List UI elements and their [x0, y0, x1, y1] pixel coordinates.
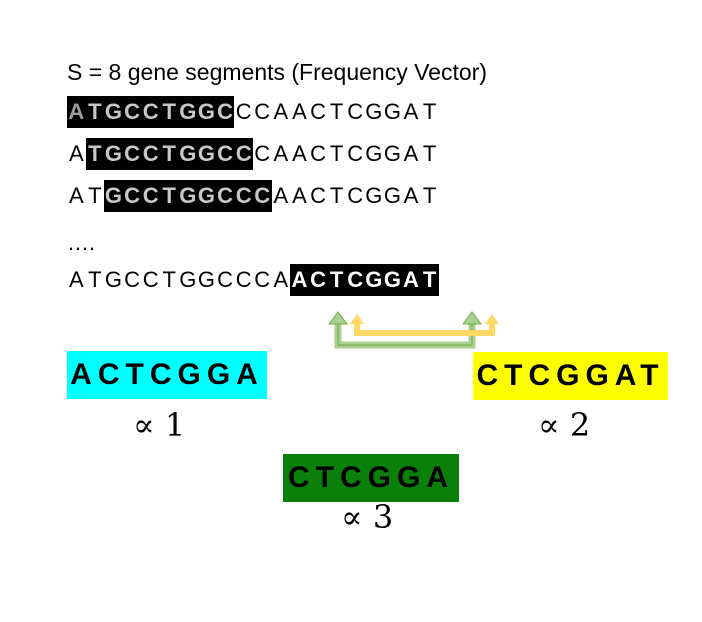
highlighted-base: G [178, 96, 198, 128]
green-arrowhead-right-icon [462, 311, 482, 325]
base: C [235, 267, 252, 292]
base: G [383, 141, 401, 166]
base: C [254, 267, 271, 292]
highlighted-base: G [178, 180, 198, 212]
highlighted-base: C [308, 264, 328, 296]
proportional-label-1: ∝ 1 [133, 406, 186, 444]
highlighted-base: T [85, 138, 105, 170]
base: T [88, 183, 102, 208]
highlighted-base: A [401, 264, 421, 296]
base: A [403, 183, 419, 208]
base: T [162, 267, 176, 292]
highlighted-base: C [141, 180, 160, 212]
base: A [292, 183, 307, 208]
base: C [124, 267, 141, 292]
base: C [310, 141, 326, 166]
yellow-arrowhead-left-icon [350, 314, 364, 324]
highlighted-base: T [159, 138, 179, 170]
subsegment-box-cyan: ACTCGGA [67, 351, 267, 399]
highlighted-base: G [104, 138, 123, 170]
highlighted-base: G [383, 264, 402, 296]
base: C [310, 99, 326, 124]
base: A [273, 141, 289, 166]
highlighted-base: C [122, 180, 142, 212]
base: A [403, 141, 419, 166]
highlighted-base: C [215, 180, 235, 212]
base: A [403, 99, 419, 124]
base: A [292, 141, 307, 166]
base: C [217, 267, 233, 292]
highlighted-base: A [67, 96, 86, 128]
subsegment-box-green: CTCGGA [283, 454, 459, 502]
base: T [88, 267, 102, 292]
base: T [329, 141, 344, 166]
base: C [310, 183, 326, 208]
base: G [383, 183, 401, 208]
highlighted-base: G [197, 96, 216, 128]
highlighted-base: C [345, 264, 365, 296]
highlighted-base: C [215, 96, 235, 128]
base: T [329, 99, 344, 124]
highlighted-base: C [122, 96, 142, 128]
base: A [68, 183, 84, 208]
base: G [197, 267, 216, 292]
highlighted-base: T [420, 264, 439, 296]
subsegment-box-yellow: CTCGGAT [473, 352, 668, 400]
base: C [142, 267, 159, 292]
base: T [422, 183, 437, 208]
base: G [365, 99, 383, 124]
highlighted-base: G [197, 138, 216, 170]
highlighted-base: C [234, 180, 253, 212]
green-arrowhead-left-icon [328, 311, 348, 325]
highlighted-base: C [141, 96, 160, 128]
proportional-label-2: ∝ 2 [538, 406, 591, 444]
base: G [383, 99, 401, 124]
highlighted-base: C [234, 138, 253, 170]
highlighted-base: T [159, 180, 179, 212]
base: G [179, 267, 197, 292]
highlighted-base: G [104, 180, 123, 212]
base: T [329, 183, 344, 208]
base: C [254, 141, 271, 166]
base: C [347, 141, 364, 166]
highlighted-base: G [364, 264, 384, 296]
base: A [273, 183, 289, 208]
highlighted-base: T [159, 96, 179, 128]
highlighted-base: G [197, 180, 216, 212]
base: A [273, 99, 289, 124]
base: C [254, 99, 271, 124]
base: C [347, 183, 364, 208]
highlighted-base: G [178, 138, 198, 170]
highlighted-base: C [141, 138, 160, 170]
ellipsis-label: …. [67, 230, 96, 255]
base: A [68, 267, 84, 292]
highlighted-base: A [290, 264, 309, 296]
base: A [292, 99, 307, 124]
highlighted-base: C [122, 138, 142, 170]
highlighted-base: T [327, 264, 346, 296]
title-label: S = 8 gene segments (Frequency Vector) [67, 59, 487, 85]
base: C [235, 99, 252, 124]
proportional-label-3: ∝ 3 [341, 498, 394, 536]
base: G [104, 267, 123, 292]
yellow-bracket-arrow-icon [354, 322, 495, 336]
base: G [365, 141, 383, 166]
base: G [365, 183, 383, 208]
highlighted-base: T [85, 96, 105, 128]
highlighted-base: C [252, 180, 272, 212]
base: A [68, 141, 84, 166]
base: T [422, 141, 437, 166]
base: A [273, 267, 289, 292]
highlighted-base: G [104, 96, 123, 128]
highlighted-base: C [215, 138, 235, 170]
base: C [347, 99, 364, 124]
base: T [422, 99, 437, 124]
yellow-arrowhead-right-icon [485, 314, 499, 324]
